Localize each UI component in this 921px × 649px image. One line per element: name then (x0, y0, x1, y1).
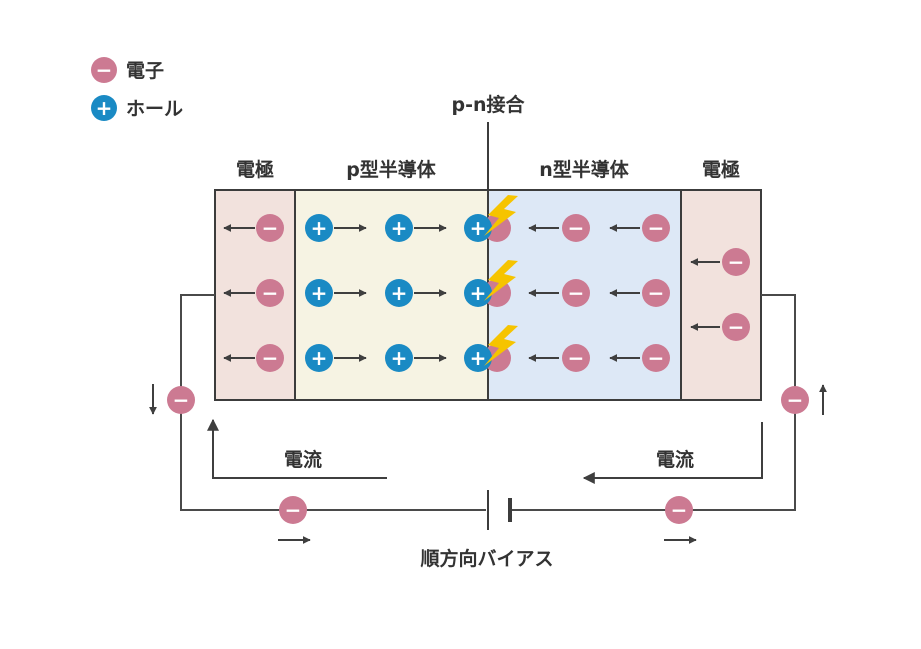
electron-sign: − (648, 346, 665, 370)
current-arrow-right (582, 422, 763, 484)
hole-sign: + (311, 346, 328, 370)
electron-icon (665, 496, 693, 524)
hole-icon (385, 344, 413, 372)
electrode-left-label: 電極 (236, 158, 274, 181)
electron-icon (642, 279, 670, 307)
electron-sign: − (96, 58, 113, 82)
hole-sign: + (311, 281, 328, 305)
electron-sign: − (671, 498, 688, 522)
electron-sign: − (568, 216, 585, 240)
electron-icon (642, 344, 670, 372)
electron-sign: − (568, 281, 585, 305)
hole-icon (91, 95, 117, 121)
legend-hole: + ホール (91, 95, 183, 121)
legend-hole-label: ホール (126, 98, 183, 120)
electron-sign: − (728, 250, 745, 274)
electron-icon (256, 214, 284, 242)
electron-icon (562, 214, 590, 242)
current-arrow-left (207, 418, 387, 479)
electron-icon (256, 344, 284, 372)
current-label-left: 電流 (284, 448, 322, 471)
current-label-right: 電流 (656, 448, 694, 471)
hole-sign: + (470, 216, 487, 240)
electron-icon (722, 313, 750, 341)
hole-sign: + (391, 281, 408, 305)
electrode-right-region (681, 190, 761, 400)
legend-electron-label: 電子 (126, 60, 164, 82)
junction-label: p-n接合 (451, 93, 525, 116)
electron-icon (562, 344, 590, 372)
electron-sign: − (262, 346, 279, 370)
electron-icon (256, 279, 284, 307)
electron-icon (642, 214, 670, 242)
electron-icon (91, 57, 117, 83)
electron-sign: − (648, 281, 665, 305)
electron-sign: − (648, 216, 665, 240)
hole-sign: + (96, 96, 113, 120)
electron-sign: − (173, 388, 190, 412)
electron-sign: − (787, 388, 804, 412)
legend-electron: − 電子 (91, 57, 164, 83)
electron-sign: − (262, 216, 279, 240)
electron-icon (781, 386, 809, 414)
bias-label: 順方向バイアス (420, 547, 553, 570)
electron-sign: − (728, 315, 745, 339)
hole-sign: + (470, 346, 487, 370)
electron-icon (722, 248, 750, 276)
p-type-label: p型半導体 (346, 158, 437, 181)
electron-sign: − (285, 498, 302, 522)
hole-icon (305, 214, 333, 242)
electrode-right-label: 電極 (702, 158, 740, 181)
hole-sign: + (311, 216, 328, 240)
electron-icon (279, 496, 307, 524)
hole-icon (385, 279, 413, 307)
electron-sign: − (262, 281, 279, 305)
lightning-icon (484, 325, 518, 366)
n-type-label: n型半導体 (539, 158, 630, 181)
battery-icon (487, 490, 512, 530)
hole-icon (305, 344, 333, 372)
hole-sign: + (470, 281, 487, 305)
hole-sign: + (391, 346, 408, 370)
electron-icon (562, 279, 590, 307)
lightning-icon (484, 195, 518, 236)
electron-icon (167, 386, 195, 414)
hole-sign: + (391, 216, 408, 240)
hole-icon (385, 214, 413, 242)
electron-sign: − (568, 346, 585, 370)
hole-icon (305, 279, 333, 307)
lightning-icon (484, 260, 518, 301)
